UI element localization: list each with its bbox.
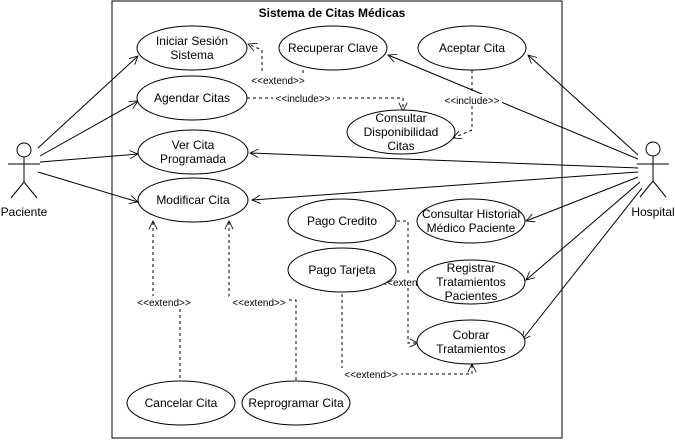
use-case-label-line: Disponibilidad [364, 125, 439, 139]
use-case-reprogramar-cita[interactable]: Reprogramar Cita [241, 380, 351, 426]
assoc-paciente-modificar [37, 171, 138, 202]
use-case-label-line: Reprogramar Cita [248, 396, 344, 410]
use-case-label-line: Cancelar Cita [145, 396, 218, 410]
extend-reprogramar-modificar [229, 221, 297, 380]
use-case-modificar-cita[interactable]: Modificar Cita [137, 177, 249, 223]
svg-text:<<extend>>: <<extend>> [344, 370, 398, 381]
use-case-label-line: Cobrar [453, 328, 490, 342]
use-case-label-line: Consultar Historial [422, 207, 520, 221]
assoc-hospital-modificar [252, 171, 639, 200]
use-case-label-line: Sistema [170, 48, 214, 62]
use-case-pago-credito[interactable]: Pago Credito [287, 198, 397, 244]
use-case-label-line: Tratamientos [436, 342, 506, 356]
svg-text:Aceptar Cita: Aceptar Cita [439, 41, 505, 55]
svg-text:<<extend>>: <<extend>> [137, 298, 191, 309]
relation-label-include-agendar: <<include>> [273, 92, 333, 105]
use-case-pago-tarjeta[interactable]: Pago Tarjeta [287, 247, 397, 293]
assoc-hospital-registrar [526, 181, 641, 280]
assoc-paciente-iniciar-sesion [37, 56, 138, 149]
extend-tarjeta-cobrar [341, 288, 472, 375]
actor-hospital-label: Hospital [631, 205, 674, 219]
use-case-label-line: Recuperar Clave [288, 41, 378, 55]
assoc-hospital-aceptar [528, 55, 639, 156]
use-case-label-line: Citas [387, 139, 414, 153]
assoc-hospital-historial [526, 176, 639, 221]
system-title: Sistema de Citas Médicas [259, 6, 406, 20]
use-case-label-line: Registrar [447, 261, 496, 275]
svg-text:<<include>>: <<include>> [444, 96, 499, 107]
relation-label-extend-cancelar: <<extend>> [134, 296, 194, 309]
assoc-hospital-ver-cita [250, 153, 639, 169]
use-case-label-line: Ver Cita [172, 138, 215, 152]
use-case-label-line: Pacientes [445, 289, 498, 303]
actor-paciente-label: Paciente [1, 205, 48, 219]
include-agendar-consultar [247, 97, 403, 111]
use-case-label-line: Modificar Cita [156, 193, 230, 207]
svg-text:<<extend>>: <<extend>> [251, 76, 305, 87]
use-case-label-line: Pago Credito [307, 214, 377, 228]
assoc-paciente-ver-cita [39, 154, 138, 163]
relation-label-extend-tarjeta-cobrar: <<extend>> [341, 368, 401, 381]
svg-text:Pago Tarjeta: Pago Tarjeta [308, 263, 375, 277]
svg-text:Modificar Cita: Modificar Cita [156, 193, 230, 207]
use-case-label-line: Tratamientos [436, 275, 506, 289]
actor-paciente[interactable] [8, 142, 40, 199]
svg-text:Cancelar Cita: Cancelar Cita [145, 396, 218, 410]
assoc-hospital-recuperar [388, 55, 639, 160]
use-case-label-line: Médico Paciente [427, 221, 516, 235]
svg-text:<<extend>>: <<extend>> [232, 298, 286, 309]
relation-label-include-aceptar: <<include>> [442, 94, 502, 107]
svg-text:Agendar Citas: Agendar Citas [154, 91, 230, 105]
svg-text:Pago Credito: Pago Credito [307, 214, 377, 228]
include-aceptar-consultar [453, 70, 473, 138]
use-case-label-line: Consultar [375, 111, 426, 125]
use-case-label-line: Aceptar Cita [439, 41, 505, 55]
svg-text:<<include>>: <<include>> [275, 94, 330, 105]
assoc-hospital-cobrar [522, 187, 643, 340]
relation-label-extend-recuperar: <<extend>> [248, 74, 308, 87]
actor-hospital[interactable] [637, 141, 669, 198]
use-case-recuperar-clave[interactable]: Recuperar Clave [278, 25, 388, 71]
use-case-cancelar-cita[interactable]: Cancelar Cita [126, 380, 236, 426]
use-case-label-line: Iniciar Sesión [156, 34, 228, 48]
svg-text:Reprogramar Cita: Reprogramar Cita [248, 396, 344, 410]
use-case-aceptar-cita[interactable]: Aceptar Cita [417, 25, 527, 71]
relation-label-extend-reprogramar: <<extend>> [229, 296, 289, 309]
svg-text:Recuperar Clave: Recuperar Clave [288, 41, 378, 55]
assoc-paciente-agendar [39, 101, 138, 157]
use-case-agendar-citas[interactable]: Agendar Citas [136, 75, 248, 121]
use-case-label-line: Pago Tarjeta [308, 263, 375, 277]
svg-text:<<extend>>: <<extend>> [381, 278, 435, 289]
use-case-label-line: Programada [160, 152, 226, 166]
use-case-label-line: Agendar Citas [154, 91, 230, 105]
